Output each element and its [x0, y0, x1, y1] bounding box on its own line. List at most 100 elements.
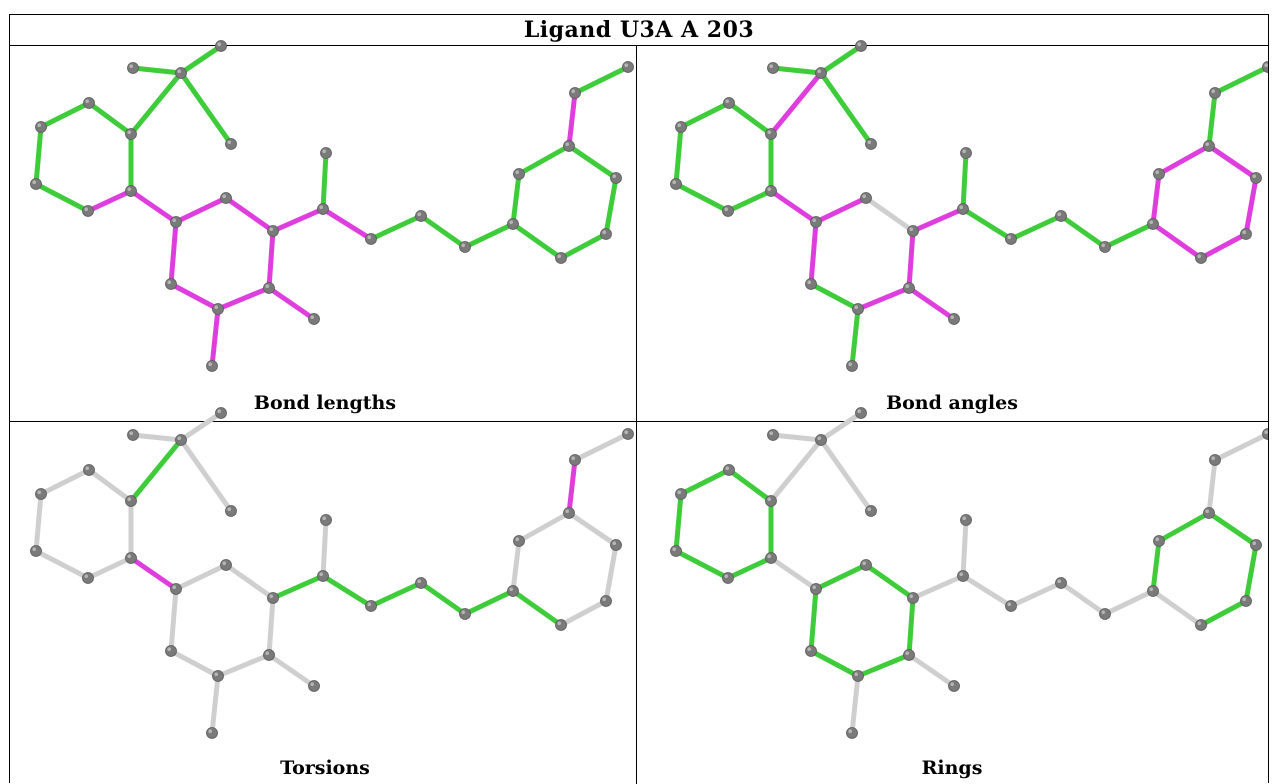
bond-torsions: [516, 510, 572, 544]
atom-bond-lengths: [622, 61, 634, 73]
atom-highlight: [807, 647, 811, 651]
bond-rings: [960, 517, 969, 579]
atom-bond-lengths: [212, 303, 224, 315]
atom-highlight: [127, 130, 131, 134]
atom-highlight: [624, 63, 628, 67]
atom-highlight: [612, 541, 616, 545]
atom-bond-lengths: [170, 216, 182, 228]
atom-highlight: [129, 64, 133, 68]
atom-highlight: [1197, 621, 1201, 625]
atom-highlight: [319, 205, 324, 209]
atom-highlight: [767, 554, 771, 558]
atom-highlight: [959, 205, 963, 209]
atom-highlight: [84, 207, 88, 211]
bond-bond-angles: [906, 228, 916, 291]
bond-torsions: [168, 648, 221, 679]
bond-rings: [725, 555, 774, 581]
bond-bond-angles: [1156, 143, 1212, 177]
atom-bond-angles: [767, 62, 779, 74]
atom-highlight: [767, 187, 771, 191]
atom-bond-angles: [957, 203, 969, 215]
atom-highlight: [571, 89, 575, 93]
atom-bond-angles: [1209, 87, 1221, 99]
atom-bond-lengths: [308, 313, 320, 325]
bond-torsions: [558, 598, 609, 628]
bond-bond-angles: [818, 70, 874, 147]
atom-rings: [1250, 539, 1262, 551]
atom-bond-lengths: [83, 97, 95, 109]
atom-highlight: [857, 42, 861, 46]
bond-bond-lengths: [462, 221, 516, 250]
atom-highlight: [769, 431, 773, 436]
bond-torsions: [209, 673, 221, 736]
atom-bond-angles: [860, 192, 872, 204]
figure-title: Ligand U3A A 203: [10, 15, 1268, 46]
atom-torsions: [622, 428, 634, 440]
bond-bond-angles: [678, 100, 732, 130]
atom-bond-angles: [948, 313, 960, 325]
atom-highlight: [461, 243, 466, 247]
atom-highlight: [950, 682, 954, 686]
bond-bond-lengths: [558, 231, 609, 261]
atom-bond-angles: [855, 40, 867, 52]
bond-bond-angles: [863, 195, 916, 234]
atom-bond-angles: [865, 138, 877, 150]
atom-highlight: [32, 180, 36, 184]
atom-bond-lengths: [600, 228, 612, 240]
atom-highlight: [557, 621, 561, 625]
atom-highlight: [848, 729, 852, 733]
atom-highlight: [515, 537, 519, 541]
bond-bond-lengths: [209, 306, 221, 369]
atom-rings: [723, 464, 735, 476]
atom-bond-angles: [1250, 172, 1262, 184]
atom-rings: [1240, 595, 1252, 607]
atom-bond-lengths: [215, 40, 227, 52]
bond-torsions: [223, 562, 276, 601]
bond-torsions: [178, 410, 224, 443]
bond-bond-angles: [673, 181, 731, 214]
bond-bond-angles: [960, 206, 1014, 242]
bond-rings: [813, 562, 869, 592]
molecule-torsions: [30, 407, 634, 739]
bond-bond-lengths: [85, 188, 134, 214]
atom-rings: [670, 545, 682, 557]
atom-highlight: [367, 235, 372, 239]
atom-highlight: [767, 497, 771, 502]
atom-highlight: [127, 497, 131, 502]
atom-torsions: [569, 454, 581, 466]
atom-bond-lengths: [459, 241, 471, 253]
atom-rings: [765, 495, 777, 507]
bond-bond-lengths: [320, 206, 374, 242]
bond-bond-angles: [1058, 213, 1108, 250]
bond-torsions: [462, 588, 516, 617]
atom-bond-angles: [810, 216, 822, 228]
atom-rings: [907, 592, 919, 604]
atom-bond-lengths: [320, 147, 332, 159]
atom-highlight: [812, 218, 816, 222]
atom-highlight: [177, 69, 181, 73]
bond-rings: [906, 595, 916, 658]
atom-bond-angles: [765, 185, 777, 197]
bond-bond-angles: [808, 281, 861, 312]
bond-bond-lengths: [368, 213, 424, 242]
panel-divider-horizontal: [10, 421, 1268, 422]
atom-bond-angles: [1147, 218, 1159, 230]
caption-bond-angles: Bond angles: [886, 392, 1018, 414]
bond-bond-lengths: [266, 228, 276, 291]
atom-torsions: [125, 552, 137, 564]
bond-bond-lengths: [516, 143, 572, 177]
bond-rings: [768, 555, 819, 592]
bond-bond-angles: [1243, 175, 1259, 237]
atom-bond-lengths: [507, 218, 519, 230]
bond-torsions: [572, 431, 631, 463]
atom-highlight: [227, 140, 231, 144]
bond-bond-angles: [910, 206, 966, 234]
atom-highlight: [1057, 212, 1061, 216]
atom-bond-angles: [723, 97, 735, 109]
bond-bond-angles: [813, 195, 869, 225]
atom-highlight: [672, 547, 676, 551]
bond-rings: [1198, 598, 1249, 628]
atom-highlight: [767, 130, 771, 134]
atom-bond-angles: [675, 121, 687, 133]
bond-rings: [855, 652, 912, 679]
